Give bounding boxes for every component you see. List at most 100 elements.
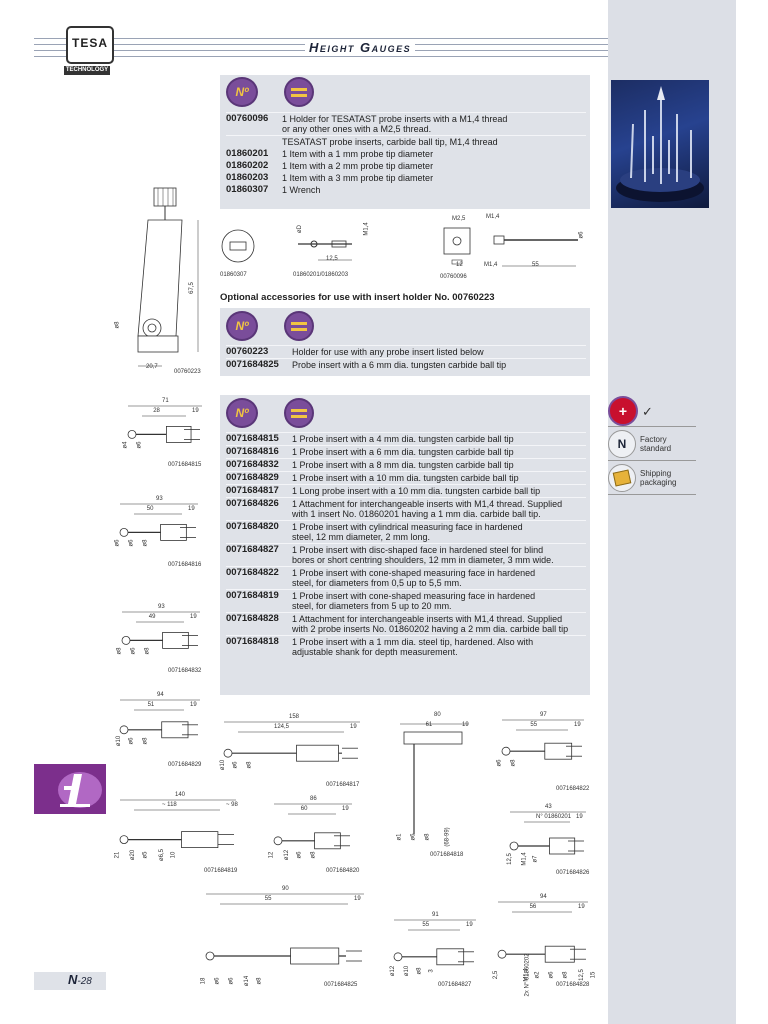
dim-label: ø8 (256, 977, 263, 985)
dim-label: 91 (432, 912, 439, 918)
legend-divider (608, 460, 696, 461)
dim-label: 21 (114, 851, 121, 859)
drawing-label: 00760223 (174, 369, 201, 375)
drawing-label: 0071684816 (168, 562, 202, 568)
item-code: 00760223 (226, 346, 269, 357)
item-code: 0071684820 (226, 521, 279, 532)
drawing-stroke (121, 636, 131, 645)
dim-label: ø12 (284, 849, 291, 861)
drawing-label: 0071684829 (168, 762, 202, 768)
drawing-stroke (160, 523, 187, 541)
panel-icon-bar: Nº (220, 398, 314, 428)
item-code: 01860201 (226, 148, 269, 159)
dim-label: ø6 (578, 231, 585, 239)
dim-label: ø6 (548, 971, 555, 979)
item-code: 01860202 (226, 160, 269, 171)
dim-label: ø6 (232, 761, 239, 769)
dim-label: ø14 (244, 975, 251, 987)
dim-label: 19 (462, 722, 469, 728)
drawing-label: 0071684826 (556, 870, 590, 876)
drawing-label: 0071684819 (204, 868, 238, 874)
page-letter: N (68, 972, 78, 987)
drawing-stroke (223, 748, 233, 758)
dim-label: ø8 (142, 539, 149, 547)
item-desc: 1 Attachment for interchangeable inserts… (292, 614, 569, 634)
drawing-stroke (166, 425, 192, 443)
header-rule (34, 38, 608, 39)
dim-label: ø20 (130, 849, 137, 861)
item-code: 0071684826 (226, 498, 279, 509)
probe-drawing-0071684816 (119, 503, 198, 541)
probe-drawing-0071684817 (223, 721, 360, 762)
legend-label: Shipping packaging (640, 469, 677, 487)
table-row: 0071684828 1 Attachment for interchangeab… (226, 612, 586, 635)
factory-standard-legend: N Factory standard (608, 430, 671, 458)
dim-label: 94 (540, 894, 547, 900)
dim-label: 3 (428, 969, 435, 973)
dim-label: 80 (434, 712, 441, 718)
page-title: Height Gauges (305, 40, 416, 55)
item-desc: 1 Probe insert with a 10 mm dia. tungste… (292, 473, 519, 483)
section-heading: Optional accessories for use with insert… (220, 292, 495, 303)
holder-drawing (443, 227, 578, 267)
dim-label: ø6 (296, 851, 303, 859)
dim-label: 15 (590, 971, 597, 979)
dim-label: 158 (289, 714, 300, 720)
item-code: 0071684828 (226, 613, 279, 624)
dim-label: 20,7 (146, 364, 158, 370)
probe-drawing-0071684820 (273, 803, 352, 850)
dim-label: 12,5 (506, 853, 513, 865)
dim-label: 12 (268, 851, 275, 859)
dim-label: ø10 (220, 759, 227, 771)
drawing-stroke (544, 945, 575, 963)
dim-label: ø6 (130, 647, 137, 655)
drawing-label: 01860201/01860203 (293, 272, 349, 278)
item-code: 0071684822 (226, 567, 279, 578)
holder-00760223-drawing (137, 187, 199, 367)
drawing-stroke (205, 951, 215, 961)
logo-subtitle: TECHNOLOGY (64, 66, 110, 75)
drawing-stroke (501, 746, 511, 756)
dim-label: 19 (354, 896, 361, 902)
item-code (226, 137, 282, 147)
probe-drawing-0071684825 (205, 893, 364, 965)
probe-set-illustration (616, 86, 704, 202)
item-code: 0071684816 (226, 446, 279, 457)
dim-label: 18 (200, 977, 207, 985)
dim-label: 86 (310, 796, 317, 802)
dim-label: 43 (545, 804, 552, 810)
legend-label: Factory standard (640, 435, 672, 453)
dim-label: ø8 (424, 833, 431, 841)
dim-label: M1,4 (486, 214, 500, 220)
drawing-stroke (296, 744, 339, 762)
item-desc: 1 Probe insert with cylindrical measurin… (292, 522, 523, 542)
box-icon (608, 464, 636, 492)
dim-label: 56 (529, 904, 537, 910)
drawing-stroke (127, 430, 137, 439)
dim-label: 19 (576, 814, 583, 820)
dim-label: ø4 (122, 441, 129, 449)
drawing-stroke (314, 832, 341, 850)
item-code: 01860307 (226, 184, 269, 195)
dim-label: ø5 (142, 851, 149, 859)
legend-divider (608, 494, 696, 495)
dim-label: 2,5 (493, 970, 500, 980)
dim-label: ø8 (114, 321, 121, 329)
drawing-stroke (119, 725, 129, 735)
probe-drawing-0071684827 (393, 919, 476, 966)
drawing-stroke (497, 949, 507, 959)
probe-drawing-0071684822 (501, 719, 584, 760)
dim-label: ø8 (510, 759, 517, 767)
